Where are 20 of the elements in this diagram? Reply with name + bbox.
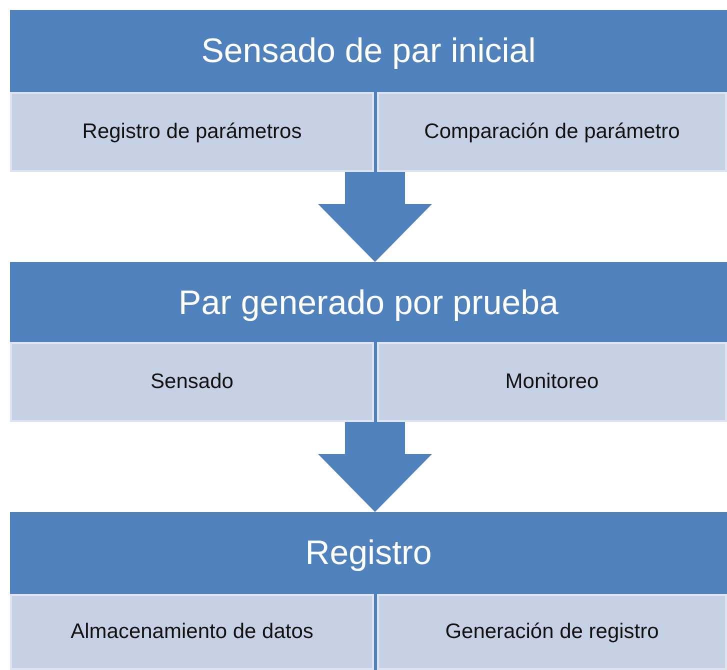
step-box: [377, 342, 727, 422]
step-label: Registro de parámetros: [82, 118, 302, 145]
step-box: [10, 342, 374, 422]
section-heading: Registro: [305, 536, 432, 570]
block-arrow: [318, 172, 432, 262]
block-arrow: [318, 422, 432, 512]
step-box: [10, 594, 374, 670]
section-panel: [10, 262, 727, 422]
step-box: [10, 92, 374, 172]
step-label: Monitoreo: [505, 368, 599, 395]
step-box: [377, 594, 727, 670]
section-panel: [10, 512, 727, 670]
step-label: Almacenamiento de datos: [70, 618, 314, 645]
step-label: Comparación de parámetro: [424, 118, 680, 145]
section-heading: Par generado por prueba: [178, 286, 558, 320]
section-heading: Sensado de par inicial: [201, 34, 536, 68]
step-label: Generación de registro: [445, 618, 659, 645]
step-label: Sensado: [150, 368, 234, 395]
step-box: [377, 92, 727, 172]
section-panel: [10, 10, 727, 172]
